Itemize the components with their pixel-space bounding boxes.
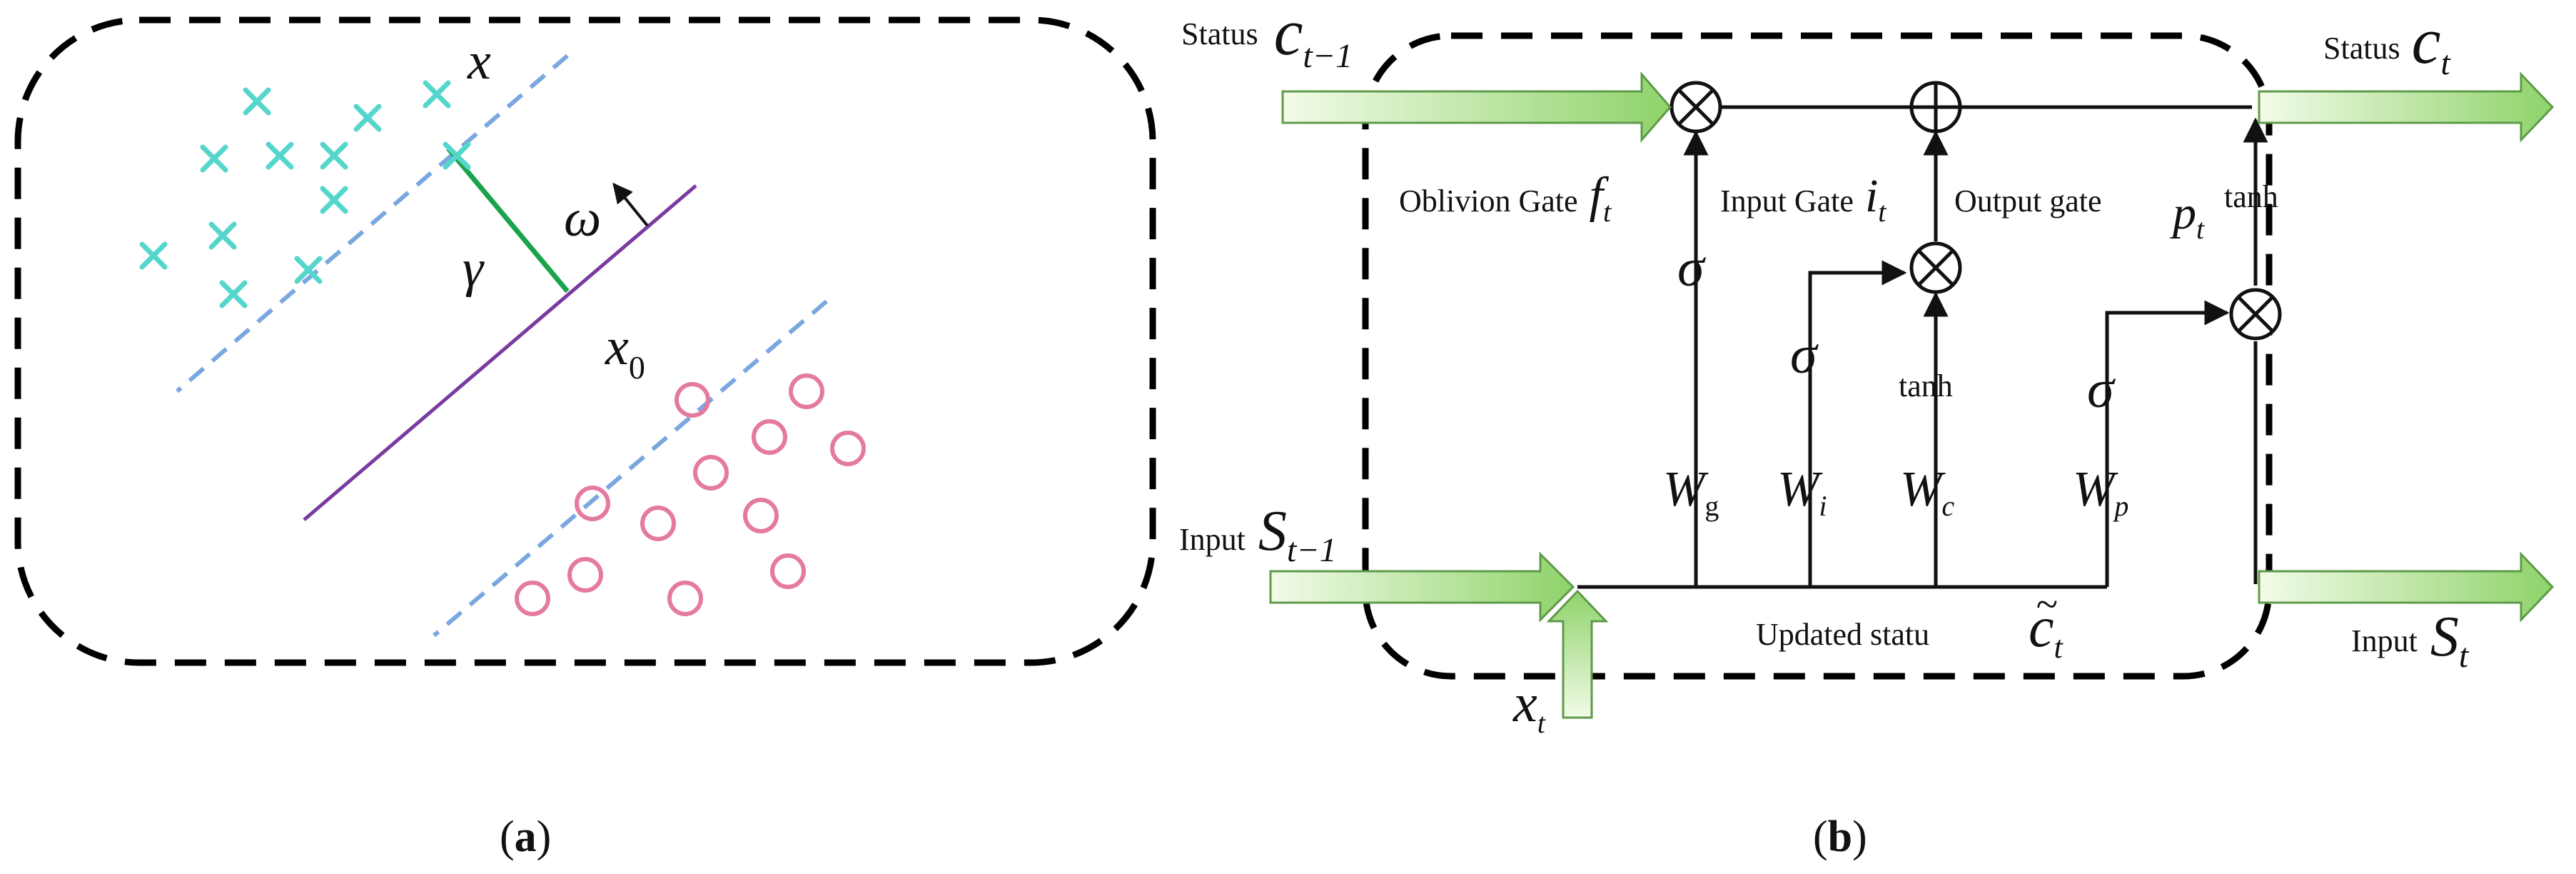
label-gamma: γ	[463, 239, 485, 298]
margin-segment	[446, 146, 570, 293]
multiply-operator-output	[2229, 288, 2282, 341]
panel-b-frame	[1362, 32, 2273, 680]
circle-point	[789, 373, 824, 409]
weight-wp-label: Wp	[2073, 462, 2128, 522]
circle-point	[667, 581, 703, 616]
cross-point	[243, 87, 271, 116]
cross-point	[219, 280, 248, 308]
lower-margin-line	[433, 299, 828, 638]
cross-point	[443, 141, 471, 170]
label-x0: x0	[605, 318, 645, 386]
x-t-label: xt	[1512, 673, 1546, 739]
circle-point	[567, 557, 603, 593]
cross-point	[320, 186, 348, 214]
circle-point	[515, 581, 550, 616]
label-x: x	[467, 32, 491, 91]
cross-point	[353, 104, 382, 132]
status-out-arrow	[2258, 71, 2555, 143]
weight-wg-label: Wg	[1663, 462, 1719, 522]
cross-point	[208, 221, 237, 250]
output-gate-label: Output gate	[1954, 184, 2102, 218]
circle-point	[693, 455, 729, 491]
input-gate-sigma-line	[1808, 260, 1907, 587]
updated-status-symbol: ct	[2029, 596, 2064, 665]
weight-wi-label: Wi	[1777, 462, 1827, 522]
caption-a: (a)	[500, 813, 551, 861]
cross-point	[294, 256, 323, 284]
normal-vector-arrow	[612, 182, 649, 227]
output-gate-sigma-line	[2105, 300, 2230, 587]
input-out-arrow	[2258, 551, 2555, 623]
circle-point	[675, 382, 710, 418]
circle-point	[752, 419, 787, 455]
circle-point	[770, 553, 806, 589]
panel-a-frame	[14, 16, 1156, 666]
tanh-candidate-label: tanh	[1899, 368, 1953, 403]
multiply-operator-input	[1909, 241, 1962, 294]
cross-point	[139, 241, 168, 270]
updated-status-tilde: ~	[2036, 583, 2057, 627]
class-cross-points	[139, 80, 471, 308]
cross-point	[200, 144, 228, 173]
p-t-label: pt	[2170, 187, 2205, 245]
circle-point	[743, 498, 779, 533]
circle-point	[575, 486, 610, 521]
sigma-output-label: σ	[2087, 359, 2116, 419]
label-omega: ω	[564, 189, 601, 248]
circle-point	[640, 506, 676, 541]
input-in-arrow	[1269, 551, 1575, 623]
sigma-input-label: σ	[1790, 325, 1819, 385]
separating-hyperplane	[303, 184, 697, 521]
upper-margin-line	[176, 54, 569, 393]
sigma-forget-label: σ	[1677, 238, 1706, 298]
caption-b: (b)	[1813, 813, 1867, 861]
class-circle-points	[515, 373, 866, 616]
multiply-operator-forget	[1670, 81, 1722, 134]
circle-point	[830, 431, 866, 466]
cross-point	[320, 141, 348, 170]
add-operator	[1909, 81, 1962, 134]
cross-point	[266, 141, 294, 170]
tanh-output-label: tanh	[2224, 179, 2278, 214]
updated-status-label: Updated statu	[1756, 617, 1929, 652]
status-in-arrow	[1281, 71, 1672, 144]
panel-a: x γ ω x0	[14, 16, 1156, 666]
cross-point	[423, 80, 451, 109]
x-t-in-arrow	[1546, 589, 1609, 719]
weight-wc-label: Wc	[1900, 462, 1954, 522]
